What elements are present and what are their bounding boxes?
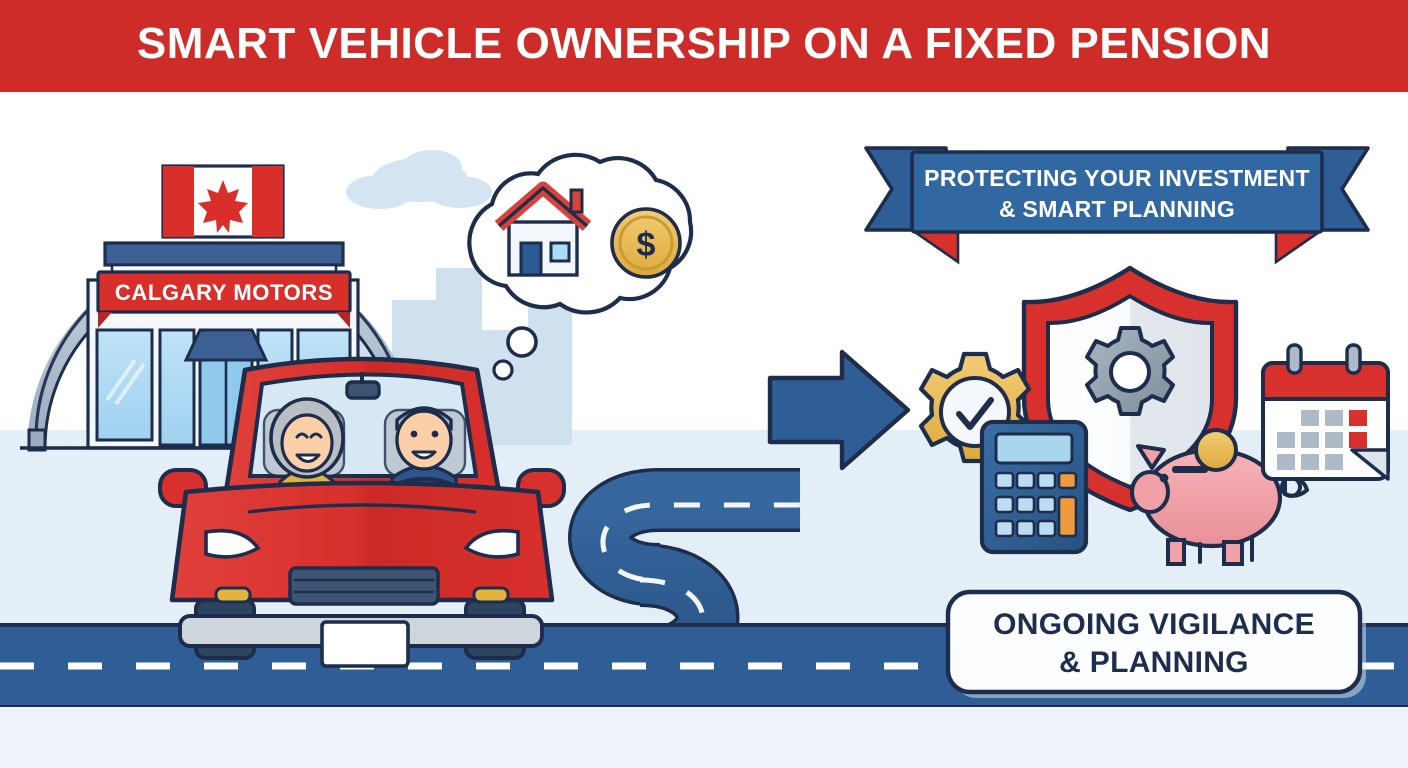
dealership-sign [96, 270, 352, 314]
senior-woman-passenger [269, 397, 345, 496]
footer-card-line-2: & PLANNING [1059, 646, 1249, 679]
header-bar [0, 0, 1408, 92]
coin-symbol: $ [637, 226, 656, 264]
ribbon-line-1: PROTECTING YOUR INVESTMENT [924, 165, 1310, 191]
canadian-flag-icon [161, 164, 285, 239]
red-sedan [158, 356, 566, 668]
calendar-icon [1261, 343, 1390, 481]
thought-bubble: $ [467, 152, 694, 381]
cloud-decor [346, 150, 492, 209]
footer-card: ONGOING VIGILANCE & PLANNING [945, 589, 1366, 698]
dollar-coin-icon: $ [610, 207, 682, 279]
page-title: SMART VEHICLE OWNERSHIP ON A FIXED PENSI… [137, 19, 1271, 68]
footer-card-line-1: ONGOING VIGILANCE [993, 608, 1315, 641]
dealership-sign-label: CALGARY MOTORS [115, 280, 333, 305]
piggy-bank-icon [1130, 428, 1310, 566]
calculator-icon [979, 419, 1089, 555]
ribbon-banner: PROTECTING YOUR INVESTMENT & SMART PLANN… [864, 146, 1370, 265]
ribbon-line-2: & SMART PLANNING [999, 196, 1235, 222]
house-icon [494, 181, 592, 277]
shield-gear-icon [1021, 265, 1239, 513]
